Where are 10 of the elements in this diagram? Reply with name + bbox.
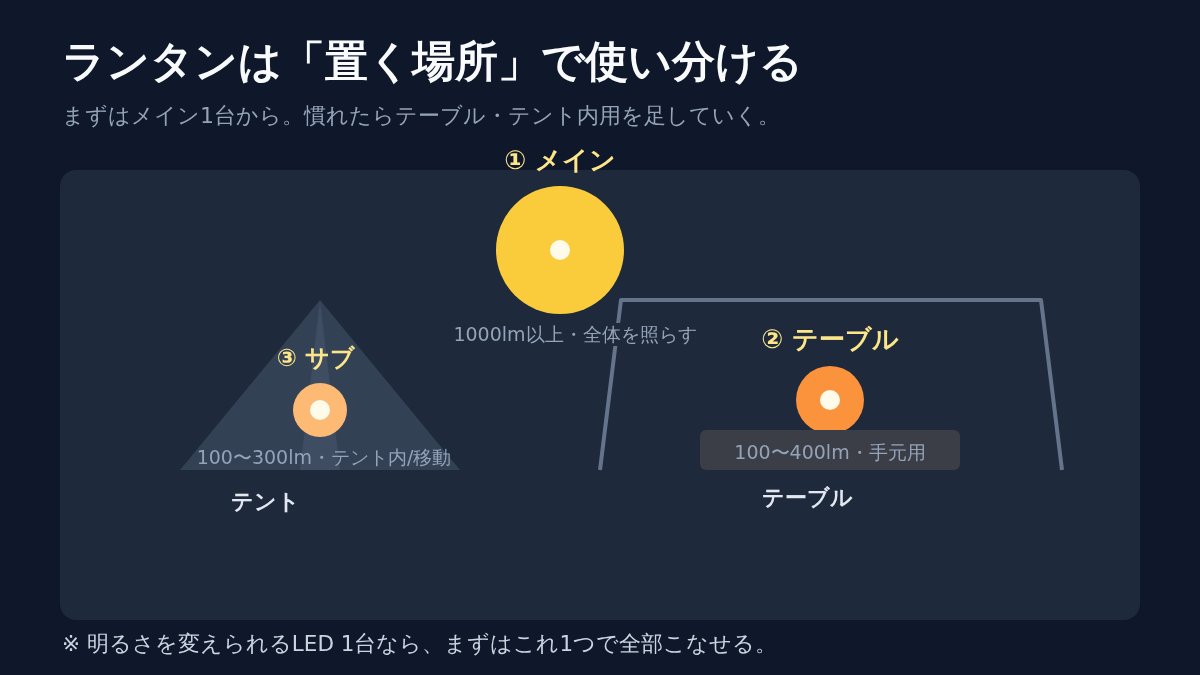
lamp-heading: ① メイン (503, 145, 617, 177)
tent-caption: テント (230, 489, 300, 516)
table-caption: テーブル (761, 485, 853, 512)
footnote: ※ 明るさを変えられるLED 1台なら、まずはこれ1つで全部こなせる。 (62, 631, 778, 657)
lamp-description: 100〜300lm・テント内/移動 (196, 446, 452, 469)
title: ランタンは「置く場所」で使い分ける (62, 36, 803, 88)
lamp-heading: ③ サブ (276, 344, 356, 373)
info-box: 100〜400lm・手元用 (700, 430, 960, 470)
lamp-heading: ② テーブル (760, 324, 900, 356)
subtitle: まずはメイン1台から。慣れたらテーブル・テント内用を足していく。 (62, 103, 780, 130)
